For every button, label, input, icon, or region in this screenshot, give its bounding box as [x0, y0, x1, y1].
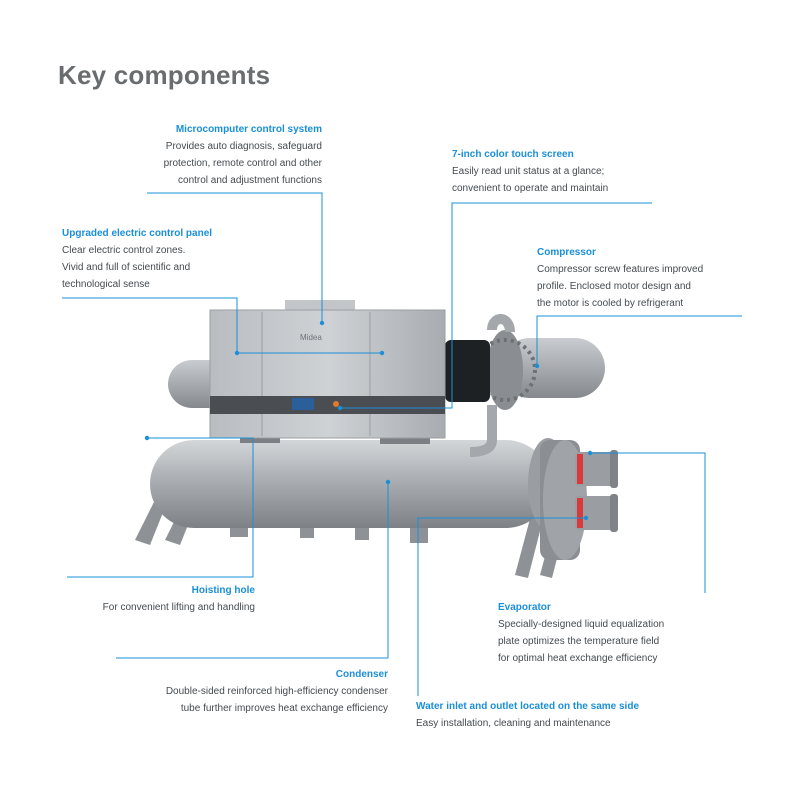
- callout-desc: Provides auto diagnosis, safeguard prote…: [163, 141, 322, 186]
- leader-lines: [62, 192, 742, 696]
- callout-desc: Double-sided reinforced high-efficiency …: [165, 686, 388, 714]
- callout-microcomputer: Microcomputer control system Provides au…: [164, 121, 322, 189]
- callout-title: Microcomputer control system: [175, 124, 322, 135]
- callout-desc: Easy installation, cleaning and maintena…: [416, 718, 611, 729]
- callout-water-io: Water inlet and outlet located on the sa…: [416, 698, 639, 732]
- callout-touch-screen: 7-inch color touch screen Easily read un…: [452, 146, 608, 197]
- callout-desc: Specially-designed liquid equalization p…: [498, 619, 665, 664]
- leader-dots: [144, 320, 593, 521]
- callout-desc: For convenient lifting and handling: [102, 602, 255, 613]
- page-title: Key components: [58, 60, 271, 90]
- callout-desc: Easily read unit status at a glance; con…: [452, 166, 609, 194]
- callout-desc: Clear electric control zones. Vivid and …: [62, 245, 191, 290]
- midea-logo: Midea: [300, 333, 322, 342]
- callout-electric-panel: Upgraded electric control panel Clear el…: [62, 225, 212, 293]
- callout-evaporator: Evaporator Specially-designed liquid equ…: [498, 599, 664, 667]
- callout-title: Upgraded electric control panel: [62, 228, 213, 239]
- callout-title: Compressor: [537, 247, 596, 258]
- callout-title: Evaporator: [498, 602, 551, 613]
- compressor-body: [445, 314, 605, 457]
- water-nozzles: [575, 450, 618, 532]
- callout-title: Condenser: [335, 669, 388, 680]
- callout-desc: Compressor screw features improved profi…: [537, 264, 704, 309]
- control-cabinet: Midea: [209, 300, 446, 439]
- callout-condenser: Condenser Double-sided reinforced high-e…: [166, 666, 388, 717]
- callout-title: 7-inch color touch screen: [452, 149, 574, 160]
- callout-compressor: Compressor Compressor screw features imp…: [537, 244, 703, 312]
- callout-title: Hoisting hole: [191, 585, 255, 596]
- callout-hoisting-hole: Hoisting hole For convenient lifting and…: [103, 582, 255, 616]
- callout-title: Water inlet and outlet located on the sa…: [416, 701, 640, 712]
- condenser-shell: [150, 425, 568, 530]
